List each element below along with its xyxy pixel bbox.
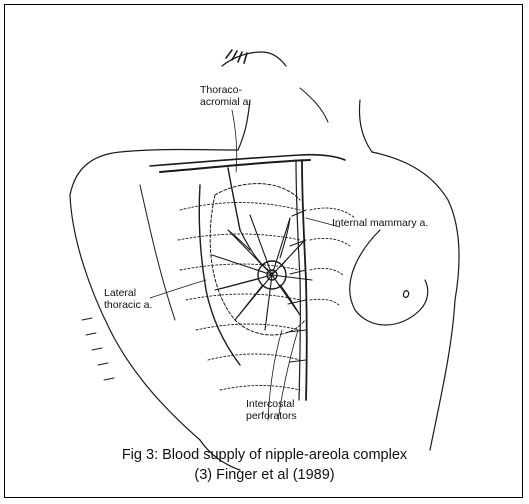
lateral-thoracic-leader xyxy=(150,280,206,298)
label-internal-mammary: Internal mammary a. xyxy=(332,217,428,229)
label-thoracoacromial-line1: Thoraco- xyxy=(200,84,251,96)
label-lateral-thoracic-line1: Lateral xyxy=(104,287,152,299)
subclavian-artery xyxy=(160,160,310,172)
label-intercostal-line2: perforators xyxy=(246,410,297,422)
label-lateral-thoracic-line2: thoracic a. xyxy=(104,299,152,311)
right-nipple xyxy=(403,291,408,298)
rib-contours xyxy=(178,203,355,391)
label-thoracoacromial-line2: acromial a. xyxy=(200,96,251,108)
torso-right-outline xyxy=(430,300,455,450)
figure-caption-line1: Fig 3: Blood supply of nipple-areola com… xyxy=(0,447,529,463)
neck-right-outline xyxy=(360,100,373,152)
label-intercostal-perforators: Intercostal perforators xyxy=(246,398,297,422)
internal-mammary-artery xyxy=(302,160,307,400)
thoracoacromial-trunk xyxy=(228,168,240,230)
internal-mammary-artery-branch xyxy=(296,160,300,400)
thoracoacromial-leader xyxy=(232,110,237,172)
label-thoracoacromial: Thoraco- acromial a. xyxy=(200,84,251,108)
left-arm-outline xyxy=(70,195,200,440)
figure-caption-line2: (3) Finger et al (1989) xyxy=(0,467,529,483)
neck-detail xyxy=(300,88,328,122)
lateral-thoracic-artery xyxy=(199,185,240,365)
right-breast-outline xyxy=(350,230,428,325)
label-intercostal-line1: Intercostal xyxy=(246,398,297,410)
left-shoulder-outline xyxy=(70,150,238,196)
label-lateral-thoracic: Lateral thoracic a. xyxy=(104,287,152,311)
chin-outline xyxy=(222,52,286,66)
